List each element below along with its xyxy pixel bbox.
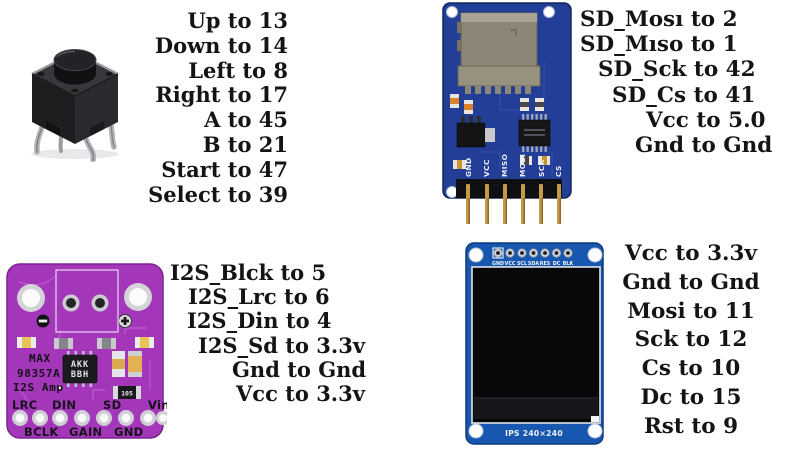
i2s-passives-row [17,337,154,349]
pin-mapping-line: Right to 17 [155,82,288,108]
i2s-silkscreen-text: MAX 98357A I2S Amp [13,352,64,394]
pin-label: GND [114,425,144,439]
tft-mounting-holes [468,247,603,439]
pin-mapping-line: Gnd to Gnd [622,269,760,295]
i2s-mounting-holes [17,283,152,312]
pin-label: RES [540,261,551,267]
pin-label: CS [554,165,563,177]
pin-mapping-line: Vcc to 5.0 [646,107,766,133]
i2s-minus-mark [36,314,50,328]
pin-label: SD [103,398,121,412]
pin-label: GND [464,157,473,177]
i2s-smd-resistor: 105 [113,386,141,399]
pin-mapping-line: B to 21 [202,131,288,157]
button-shadow [31,149,119,159]
microsd-module-image: GND VCC MISO MOSI SCK CS [442,2,572,224]
button-plunger [53,49,97,85]
resistor-marking: 105 [121,390,133,398]
pin-mapping-line: SD_Mıso to 1 [580,32,738,58]
pin-mapping-line: Select to 39 [148,181,288,207]
pin-label: SCL [517,261,527,267]
pin-mapping-line: I2S_Din to 4 [187,308,332,334]
pin-mapping-line: I2S_Blck to 5 [170,260,327,285]
pin-label: DC [553,261,561,267]
i2s-pin-mappings: I2S_Blck to 5 I2S_Lrc to 6 I2S_Din to 4 … [170,260,367,407]
i2s-output-pads [62,294,109,312]
pin-mapping-line: SD_Mosı to 2 [580,7,738,32]
sd-passives [453,98,550,169]
sd-pin-labels: GND VCC MISO MOSI SCK CS [464,154,563,177]
i2s-plus-mark [118,314,132,328]
sd-pin-mappings: SD_Mosı to 2 SD_Mıso to 1 SD_Sck to 42 S… [580,7,772,158]
pin-mapping-line: Start to 47 [161,156,288,182]
pin-mapping-line: A to 45 [204,107,288,133]
button-pin-mappings: Up to 13 Down to 14 Left to 8 Right to 1… [140,8,288,207]
pin-mapping-line: Gnd to Gnd [232,356,367,382]
pin-mapping-line: Up to 13 [187,8,288,33]
screen-size-label: IPS 240×240 [505,429,563,438]
i2s-silkscreen-box [55,269,119,333]
i2s-amp-module-image: AKK BBH 105 MAX 98357A I2S Amp LRC DIN S… [6,263,167,439]
pin-label: BCLK [24,425,59,439]
silkscreen-line: 98357A [17,367,60,380]
pin-mapping-line: Rst to 9 [643,413,739,439]
sd-ic-chip [518,114,551,152]
tft-screen [471,266,601,424]
i2s-capacitors [112,351,142,377]
pin-mapping-line: Mosi to 11 [627,298,755,324]
pin-label: MOSI [518,154,527,177]
tft-pin-holes [492,247,573,259]
pin-mapping-line: SD_Sck to 42 [598,57,756,83]
silkscreen-line: MAX [29,352,51,365]
pin-label: VCC [482,159,491,177]
i2s-pin-labels-lower: BCLK GAIN GND [24,425,144,439]
sd-resistors [450,94,473,114]
pin-mapping-line: Vcc to 3.3v [236,381,365,407]
sd-header-pins [466,184,561,224]
chip-marking: AKK [71,360,89,370]
silkscreen-line: I2S Amp [13,381,64,394]
tft-display-module-image: GND VCC SCL SDA RES DC BLK IPS 240×240 [465,242,604,445]
pin-mapping-line: Left to 8 [188,57,288,83]
pin-label: MISO [500,154,509,177]
sd-header [456,179,562,198]
pin-label: SCK [537,159,546,177]
pin-mapping-line: Gnd to Gnd [635,133,773,159]
i2s-pin-holes [12,410,167,426]
pin-label: DIN [52,398,76,412]
pin-mapping-line: Dc to 15 [640,384,742,410]
pin-mapping-line: I2S_Lrc to 6 [188,284,330,310]
i2s-amp-chip: AKK BBH [57,351,98,390]
pin-label: GND [492,261,504,267]
i2s-traces [18,275,151,407]
pin-label: Vin [148,398,167,412]
i2s-pin-labels-upper: LRC DIN SD Vin [12,398,167,412]
pin-mapping-line: Cs to 10 [641,356,741,382]
pin-label: LRC [12,398,38,412]
sd-card-slot [457,12,541,94]
sd-voltage-regulator [456,116,495,148]
pin-mapping-line: I2S_Sd to 3.3v [198,332,366,358]
pin-mapping-line: Sck to 12 [634,327,748,353]
sd-traces [480,62,553,177]
pin-mapping-line: Vcc to 3.3v [624,241,757,266]
chip-marking: BBH [71,370,89,380]
pin-mapping-line: Down to 14 [154,32,288,58]
pin-label: GAIN [69,425,102,439]
push-button-image [31,49,119,162]
display-pin-mappings: Vcc to 3.3v Gnd to Gnd Mosi to 11 Sck to… [620,240,762,442]
pin-mapping-line: SD_Cs to 41 [612,82,756,108]
pin-label: SDA [528,261,539,267]
tft-pin-labels: GND VCC SCL SDA RES DC BLK [492,261,573,267]
pin-label: VCC [505,261,516,267]
pin-label: BLK [563,261,574,267]
